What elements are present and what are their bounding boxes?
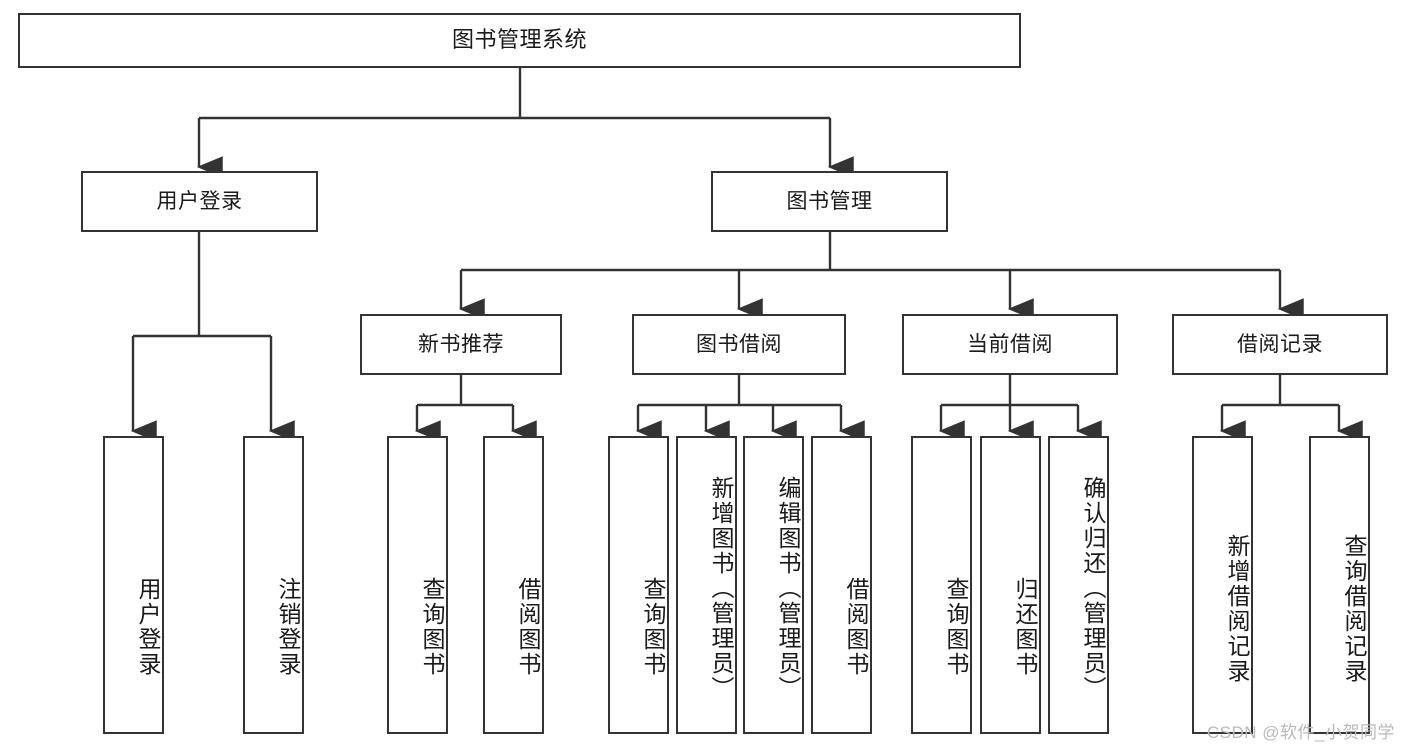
node-borrow-record[interactable]: 借阅记录 [1172, 314, 1388, 375]
node-book-borrow[interactable]: 图书借阅 [632, 314, 846, 375]
csdn-watermark: CSDN @软件_小贺同学 [1206, 723, 1395, 742]
node-label: 当前借阅 [967, 332, 1053, 356]
leaf-return-book[interactable]: 归还图书 [980, 436, 1041, 734]
node-label: 归还图书 [1012, 577, 1038, 677]
leaf-add-borrow-record[interactable]: 新增借阅记录 [1192, 436, 1253, 734]
node-label: 查询借阅记录 [1341, 534, 1367, 684]
node-label: 用户登录 [135, 577, 161, 677]
node-label: 图书管理系统 [451, 27, 587, 53]
node-label: 查询图书 [640, 577, 666, 677]
node-label: 查询图书 [419, 577, 445, 677]
node-new-book-recommend[interactable]: 新书推荐 [360, 314, 562, 375]
node-label: 借阅图书 [843, 577, 869, 677]
leaf-borrow-book-recommend[interactable]: 借阅图书 [483, 436, 544, 734]
node-label: 新增借阅记录 [1224, 534, 1250, 684]
node-label: 用户登录 [156, 189, 243, 213]
node-current-borrow[interactable]: 当前借阅 [902, 314, 1118, 375]
leaf-user-login[interactable]: 用户登录 [103, 436, 164, 734]
node-label: 图书借阅 [696, 332, 782, 356]
node-label: 新书推荐 [418, 332, 504, 356]
node-user-login[interactable]: 用户登录 [81, 171, 318, 232]
leaf-confirm-return-admin[interactable]: 确认归还（管理员） [1048, 436, 1109, 734]
leaf-query-book-borrow[interactable]: 查询图书 [608, 436, 669, 734]
node-book-management[interactable]: 图书管理 [711, 171, 948, 232]
node-label: 查询图书 [943, 577, 969, 677]
node-label: 借阅记录 [1237, 332, 1323, 356]
node-label: 确认归还（管理员） [1080, 475, 1106, 701]
leaf-query-book-recommend[interactable]: 查询图书 [387, 436, 448, 734]
node-label: 借阅图书 [515, 577, 541, 677]
leaf-query-book-current[interactable]: 查询图书 [911, 436, 972, 734]
leaf-query-borrow-record[interactable]: 查询借阅记录 [1309, 436, 1370, 734]
node-label: 编辑图书（管理员） [775, 475, 801, 701]
leaf-add-book-admin[interactable]: 新增图书（管理员） [676, 436, 737, 734]
leaf-edit-book-admin[interactable]: 编辑图书（管理员） [743, 436, 804, 734]
leaf-borrow-book[interactable]: 借阅图书 [811, 436, 872, 734]
node-label: 新增图书（管理员） [708, 475, 734, 701]
node-label: 图书管理 [786, 189, 873, 213]
leaf-logout[interactable]: 注销登录 [243, 436, 304, 734]
node-label: 注销登录 [275, 577, 301, 677]
node-root-system[interactable]: 图书管理系统 [18, 13, 1021, 68]
